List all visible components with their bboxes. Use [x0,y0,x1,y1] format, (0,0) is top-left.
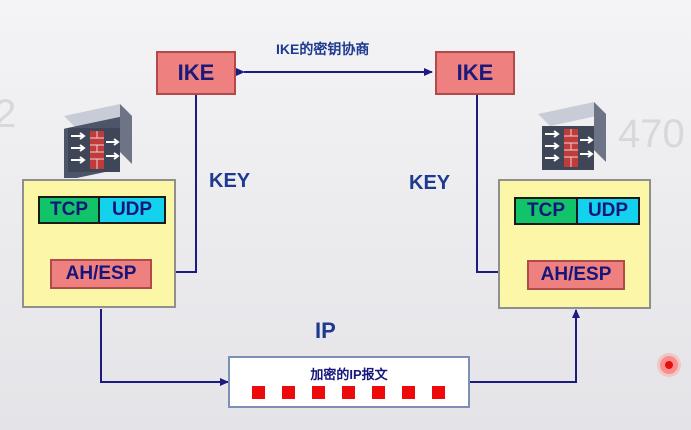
encrypted-block [282,386,295,399]
right-host-panel: TCP UDP AH/ESP [498,179,651,309]
firewall-icon [64,104,132,178]
right-ahesp-box: AH/ESP [527,260,625,290]
key-right-label: KEY [409,172,451,194]
ike-right-box: IKE [435,51,515,95]
encrypted-block [312,386,325,399]
left-tcp-box: TCP [38,196,100,224]
firewall-icon [538,102,606,170]
encrypted-block [432,386,445,399]
watermark-left: 2 [0,92,17,136]
left-packet-arrow [100,309,229,386]
encrypted-block [402,386,415,399]
ike-left-box: IKE [156,51,236,95]
left-udp-box: UDP [98,196,166,224]
encrypted-block [372,386,385,399]
left-ahesp-box: AH/ESP [50,259,152,289]
right-packet-arrow [470,309,580,383]
packet-blocks [230,386,468,402]
encrypted-block [252,386,265,399]
right-tcp-box: TCP [514,197,578,225]
encrypted-packet: 加密的IP报文 [228,356,470,408]
key-left-label: KEY [209,170,251,192]
watermark-right: 470 [618,112,685,156]
record-indicator-icon [660,356,678,374]
right-udp-box: UDP [576,197,640,225]
left-host-panel: TCP UDP AH/ESP [22,179,176,308]
negotiation-label: IKE的密钥协商 [276,41,370,57]
packet-label: 加密的IP报文 [310,367,388,382]
ip-label: IP [315,318,336,343]
encrypted-block [342,386,355,399]
